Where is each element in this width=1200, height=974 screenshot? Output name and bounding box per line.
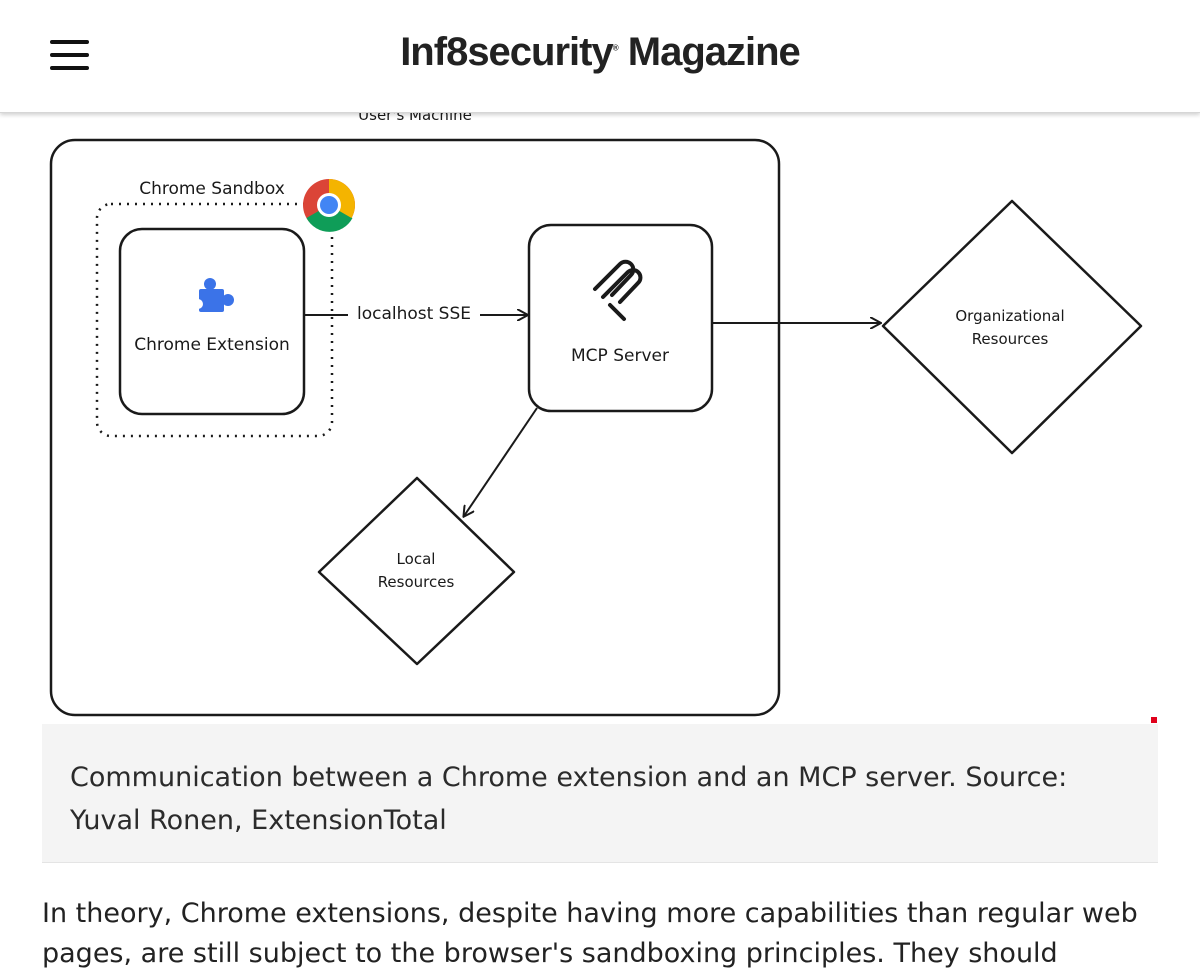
org-resources-diamond [881, 199, 1143, 455]
org-resources-line2: Resources [972, 330, 1049, 348]
chrome-extension-label: Chrome Extension [134, 335, 290, 355]
site-header: Inf8security® Magazine [0, 0, 1200, 113]
article-paragraph: In theory, Chrome extensions, despite ha… [42, 898, 1138, 969]
logo-registered-mark: ® [612, 43, 619, 53]
puzzle-piece-icon [193, 278, 234, 312]
connector-label-bg [348, 298, 480, 320]
chrome-extension-box [118, 227, 306, 416]
logo-text-prefix: Inf [400, 30, 447, 74]
mcp-logo-icon [593, 259, 643, 321]
logo-text-eight: 8 [446, 30, 468, 74]
chrome-sandbox-box [95, 202, 334, 438]
local-resources-line2: Resources [378, 573, 455, 591]
chrome-sandbox-label: Chrome Sandbox [139, 179, 285, 199]
red-accent-mark [1151, 717, 1157, 723]
figure-caption-box: Communication between a Chrome extension… [42, 724, 1158, 863]
local-resources-line1: Local [397, 550, 436, 568]
site-logo[interactable]: Inf8security® Magazine [0, 30, 1200, 75]
architecture-diagram: User's Machine Chrome Sandbox Chrome Ext… [49, 112, 1143, 717]
article-figure: User's Machine Chrome Sandbox Chrome Ext… [0, 112, 1200, 724]
users-machine-label: User's Machine [358, 112, 472, 124]
logo-text-suffix: security [467, 30, 613, 74]
users-machine-box [49, 138, 781, 717]
chrome-logo-icon [303, 179, 355, 232]
local-resources-arrow [464, 407, 538, 516]
local-resources-diamond [317, 476, 516, 666]
org-resources-line1: Organizational [955, 307, 1064, 325]
hamburger-menu-icon[interactable] [50, 38, 90, 72]
figure-caption: Communication between a Chrome extension… [70, 762, 1068, 836]
localhost-sse-label: localhost SSE [357, 304, 471, 324]
logo-text-magazine: Magazine [617, 30, 801, 74]
mcp-server-label: MCP Server [571, 346, 669, 366]
